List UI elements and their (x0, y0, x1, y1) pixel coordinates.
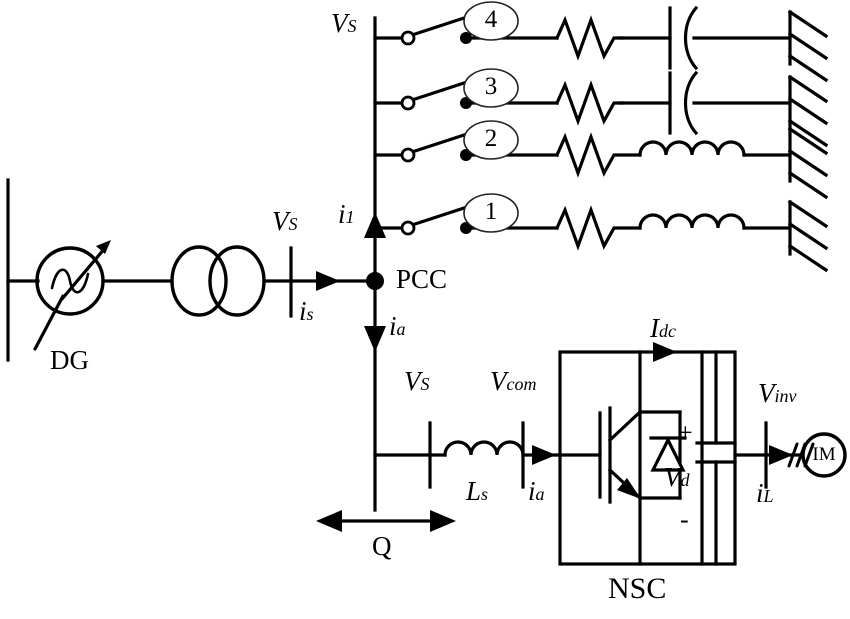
label-vinv: Vinv (758, 378, 797, 408)
label-ia-pcc: ia (389, 311, 406, 341)
label-vs-filter: VS (404, 366, 430, 396)
current-arrow-i1 (364, 212, 386, 238)
current-arrow-idc (653, 342, 677, 362)
label-vs-source-side: VS (272, 206, 298, 236)
current-arrow-ia-pcc (364, 326, 386, 352)
antiparallel-diode-symbol (649, 436, 687, 472)
branch-3-switch-pivot[interactable] (400, 95, 416, 111)
dc-link-capacitor-symbol (695, 350, 737, 566)
branch-4-capacitor-plate-curved (684, 5, 699, 71)
label-vcom: Vcom (490, 366, 537, 396)
branch-4-switch-blade[interactable] (406, 15, 467, 39)
current-arrow-ia-filter (532, 445, 556, 465)
label-idc: Idc (650, 313, 676, 343)
branch-2-number: 2 (484, 125, 498, 152)
transformer-symbol (170, 245, 266, 317)
branch-2-ground-icon (787, 126, 829, 200)
branch-1-number: 1 (484, 198, 498, 225)
branch-2-number-badge (463, 120, 519, 160)
branch-3-resistor (554, 80, 624, 126)
branch-3-ground-icon (787, 74, 829, 148)
label-ls: Ls (466, 476, 489, 506)
reactive-power-arrow (316, 510, 456, 532)
label-is: is (299, 296, 314, 326)
igbt-symbol (558, 406, 682, 504)
dg-source-symbol (33, 240, 111, 351)
label-dg: DG (50, 345, 89, 375)
label-vd: Vd (664, 462, 690, 492)
induction-motor-symbol (801, 432, 847, 478)
branch-1-ground-icon (787, 199, 829, 273)
branch-3-number-badge (463, 68, 519, 108)
branch-1-switch-pivot[interactable] (400, 220, 416, 236)
branch-4[interactable] (373, 1, 829, 83)
branch-1-inductor (638, 213, 746, 230)
label-ia-filter: ia (528, 476, 545, 506)
branch-2-switch-pivot[interactable] (400, 147, 416, 163)
filter-inductor-ls (443, 440, 525, 457)
label-iL: iL (756, 478, 774, 508)
branch-1-number-badge (463, 193, 519, 233)
nsc-converter-box (558, 342, 737, 566)
current-arrow-iL (769, 445, 793, 465)
branch-3[interactable] (373, 68, 829, 148)
label-dc-plus: + (678, 418, 693, 447)
branch-2-inductor (638, 140, 746, 157)
label-q: Q (372, 531, 392, 561)
label-vs-bus-top: VS (331, 8, 357, 38)
branch-1[interactable] (373, 193, 829, 273)
branch-2-resistor (554, 132, 642, 178)
branch-3-capacitor-plate-curved (684, 70, 699, 136)
branch-4-number: 4 (484, 6, 498, 33)
branch-4-switch-pivot[interactable] (400, 30, 416, 46)
label-im: IM (812, 444, 836, 465)
branch-4-ground-icon (787, 9, 829, 83)
label-dc-minus: - (680, 505, 689, 534)
branch-4-number-badge (463, 1, 519, 41)
label-i1: i1 (338, 199, 355, 229)
branch-1-switch-blade[interactable] (406, 205, 467, 229)
branch-3-switch-blade[interactable] (406, 80, 467, 104)
branch-2-switch-blade[interactable] (406, 132, 467, 156)
branch-2[interactable] (373, 120, 829, 200)
branch-3-number: 3 (484, 73, 498, 100)
current-arrow-is (316, 271, 340, 291)
label-nsc: NSC (608, 572, 667, 605)
label-pcc: PCC (396, 264, 448, 294)
branch-4-resistor (554, 15, 624, 61)
branch-1-resistor (554, 205, 642, 251)
